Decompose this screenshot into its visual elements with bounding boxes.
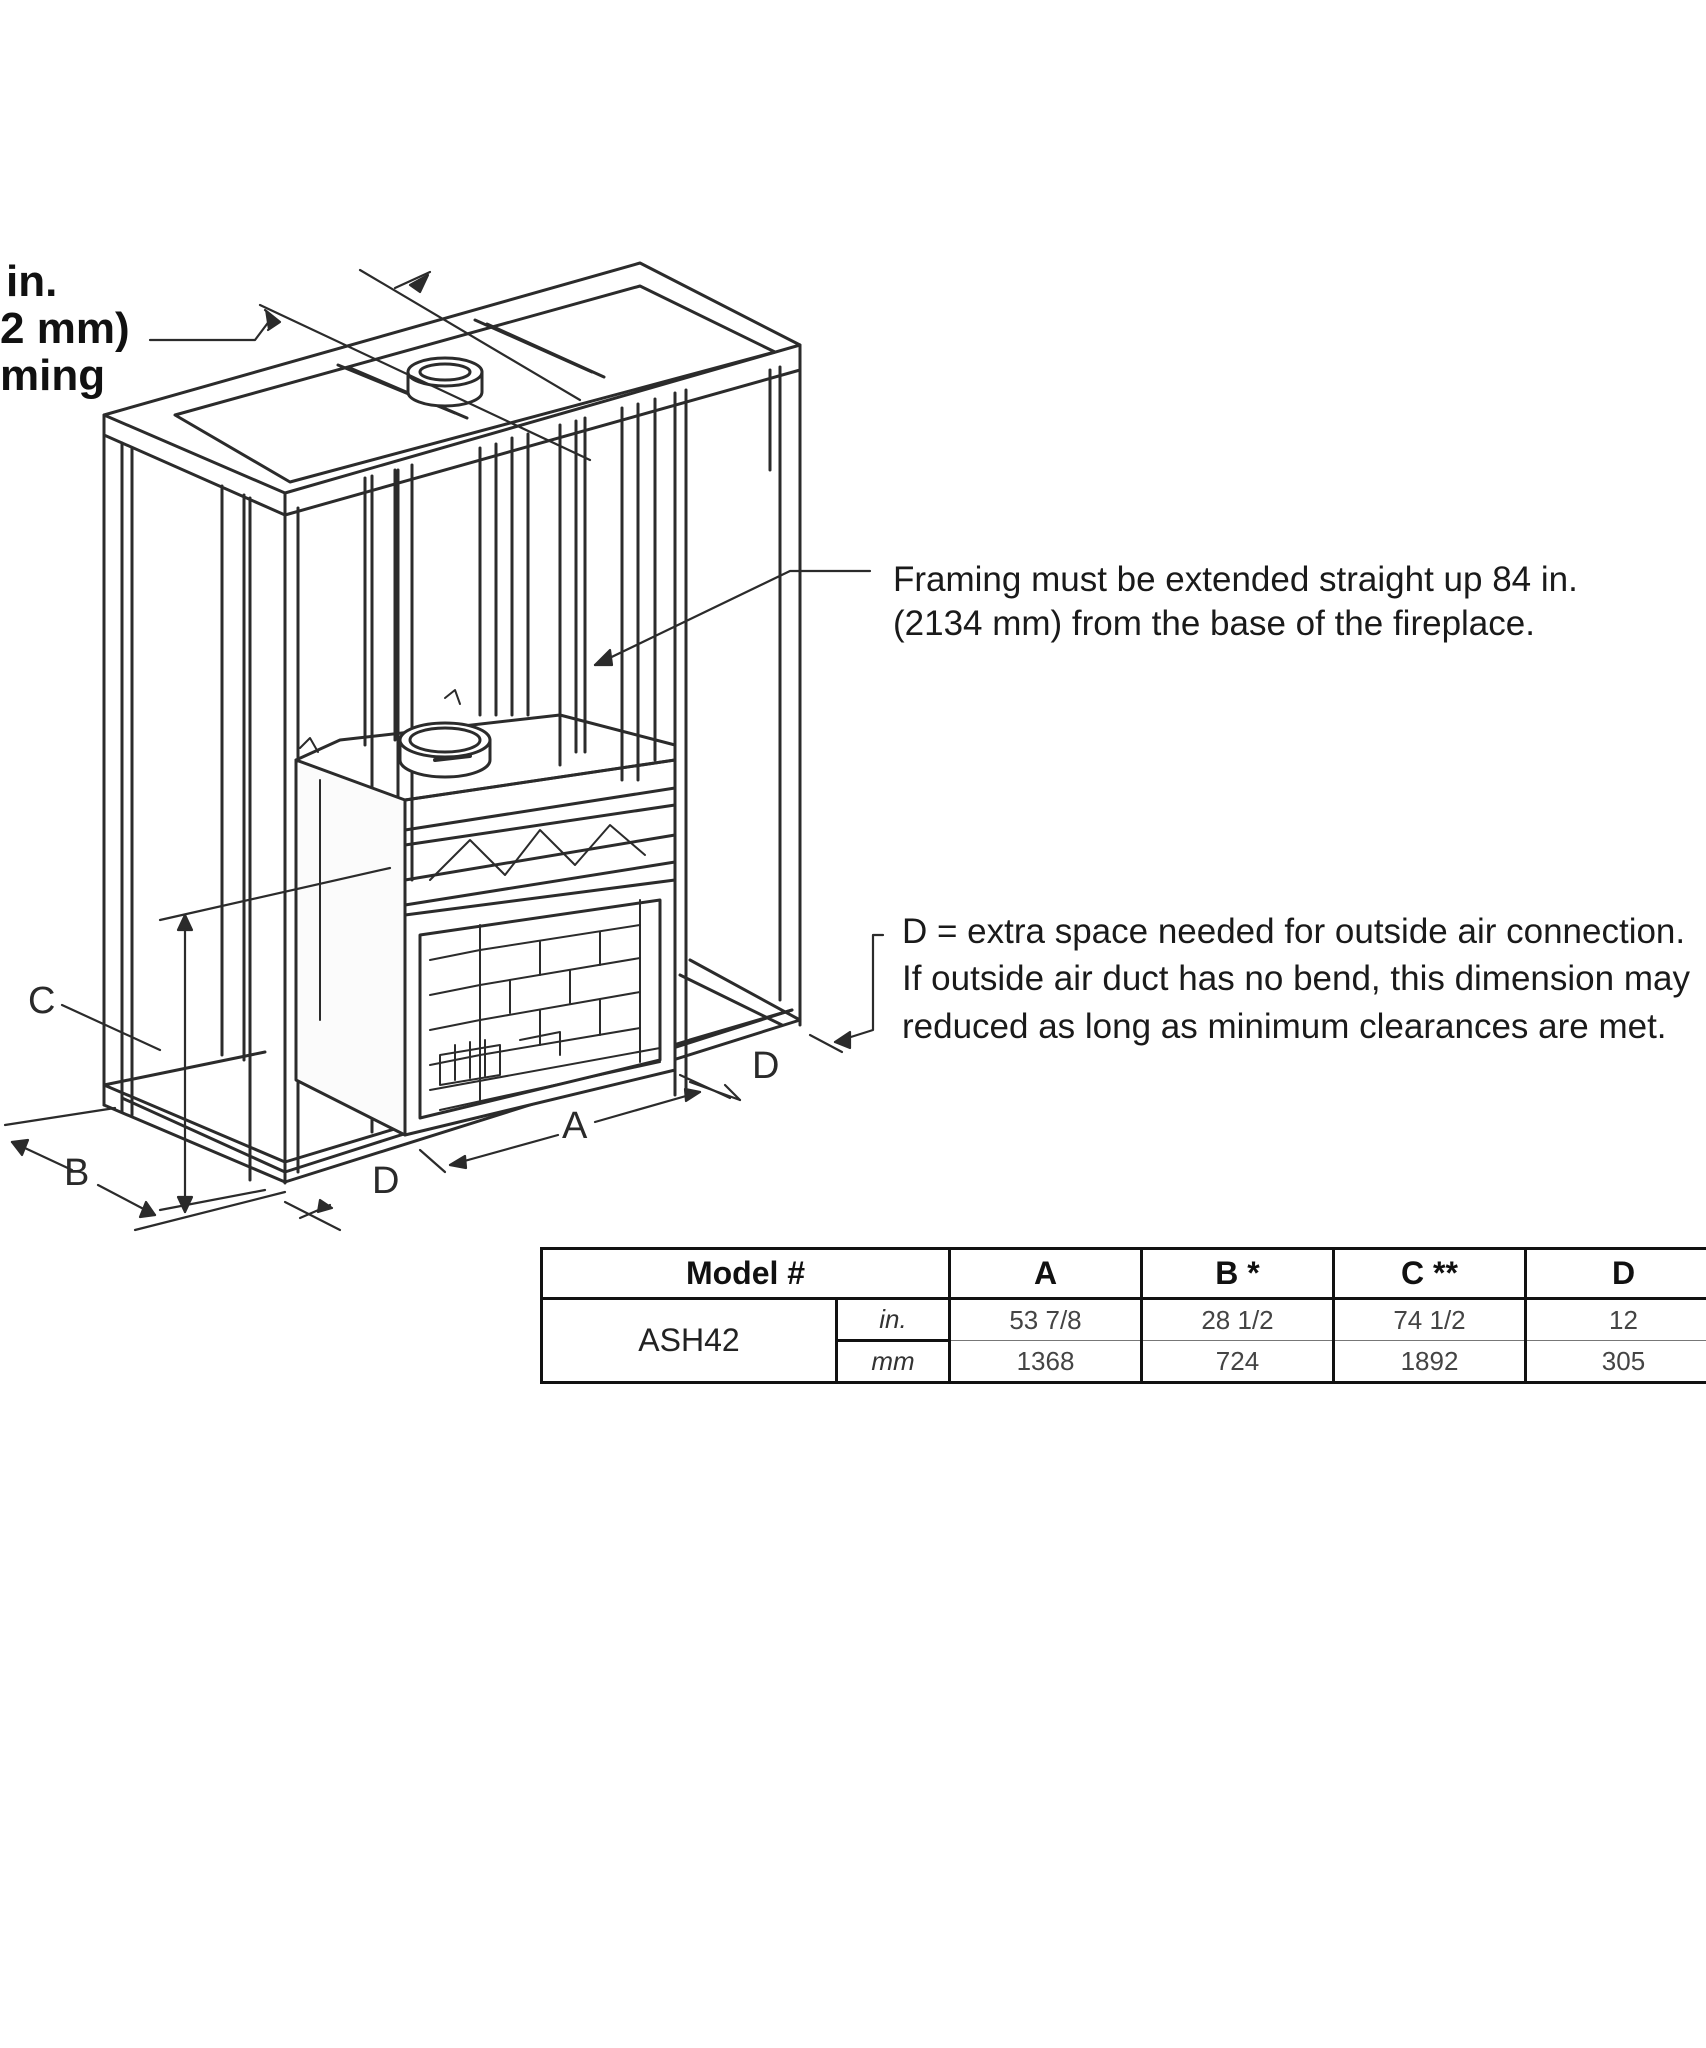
value-d-in: 12: [1524, 1297, 1706, 1341]
value-a-in: 53 7/8: [948, 1297, 1143, 1341]
model-cell: ASH42: [540, 1297, 838, 1384]
framing-height-note-line2: (2134 mm) from the base of the fireplace…: [893, 604, 1535, 643]
dimension-label-a: A: [562, 1105, 588, 1147]
framing-callout-line2: 2 mm): [0, 304, 130, 353]
value-c-in: 74 1/2: [1332, 1297, 1527, 1341]
dimension-spec-table: Model # A B * C ** D ASH42 in. 53 7/8 28…: [540, 1247, 1706, 1384]
back-studs: [363, 388, 688, 1097]
left-studs: [102, 433, 300, 1185]
table-row-mm: mm 1368 724 1892 305: [542, 1340, 1706, 1384]
value-b-in: 28 1/2: [1140, 1297, 1335, 1341]
header-a: A: [948, 1247, 1143, 1300]
top-flue-collar: [406, 356, 484, 408]
firebox-flue-collar: [398, 721, 492, 779]
table-header-row: Model # A B * C ** D: [540, 1247, 1706, 1300]
dimension-label-b: B: [64, 1152, 90, 1194]
header-b: B *: [1140, 1247, 1335, 1300]
leader-lines: [148, 268, 885, 1054]
header-model: Model #: [540, 1247, 951, 1300]
dimension-d-note-line1: D = extra space needed for outside air c…: [902, 912, 1686, 951]
dimension-lines: [3, 866, 742, 1232]
unit-inches: in.: [835, 1298, 951, 1342]
value-b-mm: 724: [1140, 1340, 1335, 1384]
table-row-inches: ASH42 in. 53 7/8 28 1/2 74 1/2 12: [540, 1297, 1706, 1384]
unit-mm: mm: [835, 1340, 951, 1384]
dimension-label-d-front: D: [372, 1160, 400, 1202]
firebox-unit: [294, 713, 677, 1137]
dimension-label-d-right: D: [752, 1045, 780, 1087]
value-a-mm: 1368: [948, 1340, 1143, 1384]
value-c-mm: 1892: [1332, 1340, 1527, 1384]
framing-height-note-line1: Framing must be extended straight up 84 …: [893, 560, 1578, 599]
right-studs: [768, 360, 802, 1027]
dimension-label-c: C: [28, 980, 56, 1022]
value-d-mm: 305: [1524, 1340, 1706, 1384]
dimension-d-note-line2: If outside air duct has no bend, this di…: [902, 959, 1690, 998]
header-d: D: [1524, 1247, 1706, 1300]
header-c: C **: [1332, 1247, 1527, 1300]
dimension-d-note-line3: reduced as long as minimum clearances ar…: [902, 1007, 1667, 1046]
framing-callout-line1: in.: [6, 257, 58, 306]
framing-callout-line3: ming: [0, 351, 106, 400]
